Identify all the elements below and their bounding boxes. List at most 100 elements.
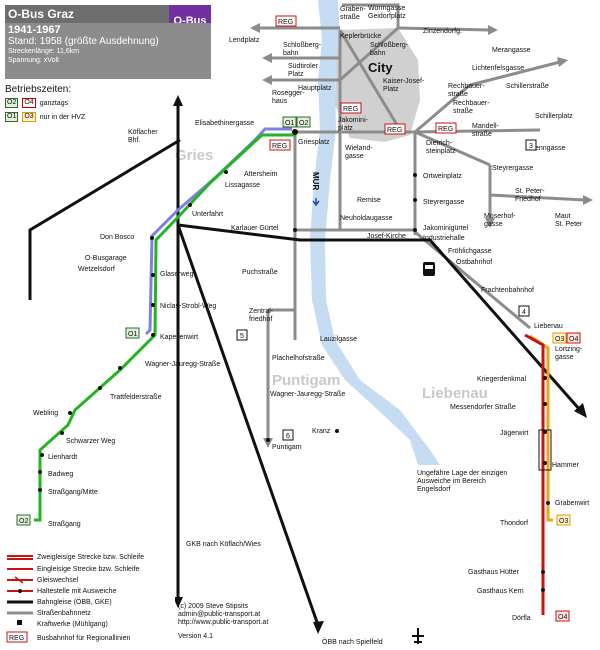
arrow-south-gkb-icon <box>173 597 183 608</box>
label-oebb: ÖBB nach Spielfeld <box>322 638 383 646</box>
stop-kriegerdenkmal <box>543 376 547 380</box>
badge-o1-kapellenwirt-text: O1 <box>128 331 137 338</box>
label-merangasse: Merangasse <box>492 47 531 54</box>
stop-griesplatz <box>292 129 298 135</box>
badge-o2-griesplatz <box>296 116 311 128</box>
badge-o2-strassgang <box>16 514 31 526</box>
credits-line1: (c) 2009 Steve Stipsits <box>178 603 249 610</box>
area-gries: Gries <box>175 147 213 164</box>
stop-kapellenwirt <box>151 333 155 337</box>
badge-o4-doerfla <box>555 610 570 622</box>
arrow-southeast-rail-icon <box>574 403 587 418</box>
label-strassgangmitte: Straßgang/Mitte <box>48 489 98 496</box>
label-unterfahrt: Unterfahrt <box>192 211 223 218</box>
label-schlossbergbahn-r: Schloßberg-bahn <box>370 42 409 57</box>
header-voltage: Spannung: xVolt <box>8 57 59 64</box>
label-puntigam: Puntigam <box>272 444 302 451</box>
label-lortinggasse: Lortzing-gasse <box>555 346 583 361</box>
river-flow-arrow-icon <box>312 198 320 207</box>
reg-badges: REG REG REG REG REG <box>269 15 457 151</box>
label-trattfelder: Trattfelderstraße <box>110 394 162 401</box>
label-kriegerdenkmal: Kriegerdenkmal <box>477 376 526 383</box>
label-jaegerwirt: Jägerwirt <box>500 430 528 437</box>
stop-donbosco <box>150 236 154 240</box>
label-grabenstrasse: Graben-straße <box>340 6 366 21</box>
reg-text-jakomini2: REG <box>387 127 402 134</box>
stop-steyrergasse2 <box>413 198 417 202</box>
reg-badge-dietrichstein <box>435 122 457 134</box>
label-stpeter: St. Peter-Friedhof <box>515 188 545 203</box>
service-allday-label: ganztags <box>39 99 69 107</box>
stop-hammer <box>543 461 547 465</box>
stop-schwarzerweg <box>60 431 64 435</box>
badge-o2: O2 <box>5 98 19 108</box>
label-hammer: Hammer <box>552 462 580 469</box>
badge-o2-griesplatz-text: O2 <box>299 120 308 127</box>
stop-jaegerwirt <box>543 430 547 434</box>
label-schillerplatz: Schillerplatz <box>535 113 573 120</box>
legend-text-passing: Haltestelle mit Ausweiche <box>37 588 116 595</box>
river-mur <box>310 0 440 465</box>
stop-jakominiguertel <box>413 228 417 232</box>
railway-network <box>28 103 582 626</box>
label-froehlichgasse: Fröhlichgasse <box>448 248 492 255</box>
label-elisabethinergasse: Elisabethinergasse <box>195 120 254 127</box>
label-josefkirche: Josef-Kirche <box>367 233 406 240</box>
badge-o4-doerfla-text: O4 <box>558 614 567 621</box>
tram-line-steyrer <box>414 130 491 167</box>
legend-text-reg: Busbahnhof für Regionallinien <box>37 635 131 642</box>
header-years: 1941-1967 <box>8 24 61 36</box>
legend-symbol-power <box>17 620 22 625</box>
label-wielandgasse: Wieland-gasse <box>345 145 373 160</box>
arrow-south-oebb-icon <box>313 621 324 634</box>
obus-line-o1 <box>144 127 292 336</box>
badge-o3-liebenau <box>552 332 567 344</box>
label-schlossbergbahn-l: Schloßberg-bahn <box>283 42 322 57</box>
terminus-badges: O1 O2 O1 O2 O3 O4 O3 O4 <box>16 116 581 622</box>
river-label: MUR <box>311 172 320 190</box>
airport-icon <box>412 628 424 644</box>
label-neuholdaugasse: Neuholdaugasse <box>340 215 393 222</box>
arrow-south-puntigam-icon <box>263 438 273 448</box>
label-doerfla: Dörfla <box>512 615 531 622</box>
label-wormgasse: Wormgasse <box>368 5 405 12</box>
legend-text-power: Kraftwerke (Mühlgang) <box>37 621 108 628</box>
arrow-south-moserhof-icon <box>485 218 495 228</box>
stop-grabenwirt <box>546 501 550 505</box>
reg-badge-griesplatz <box>269 139 291 151</box>
label-krenngasse: Krenngasse <box>528 145 565 152</box>
label-karlauer: Karlauer Gürtel <box>231 225 279 232</box>
reg-badge-jakomini <box>340 102 362 114</box>
stop-badweg <box>38 470 42 474</box>
label-schillerstrasse: Schillerstraße <box>506 83 549 90</box>
legend-symbol-reg <box>6 631 28 643</box>
credits-line3: http://www.public-transport.at <box>178 619 269 626</box>
stop-ortweinplatz <box>413 173 417 177</box>
legend-text-rail: Bahngleise (ÖBB, GKE) <box>37 598 112 606</box>
label-wetzelsdorf: Wetzelsdorf <box>78 266 115 273</box>
header-length: Streckenlänge: 11,6km <box>8 48 80 55</box>
label-dietrichsteinplatz: Dietrich-steinplatz <box>426 140 456 155</box>
stop-attersheim <box>224 170 228 174</box>
label-lendplatz: Lendplatz <box>229 37 260 44</box>
label-obusgarage: O-Busgarage <box>85 255 127 262</box>
label-hauptplatz: Hauptplatz <box>298 85 332 92</box>
label-liebenau: Liebenau <box>534 323 563 330</box>
badge-o1-griesplatz-text: O1 <box>285 120 294 127</box>
label-rechbauerstr2: Rechbauer-straße <box>453 100 490 115</box>
reg-badge-lendplatz <box>275 15 297 27</box>
label-donbosco: Don Bosco <box>100 234 134 241</box>
train-icon <box>423 262 435 276</box>
map-legend: REG Zweigleisige Strecke bzw. Schleife E… <box>5 550 175 646</box>
route-box-5-text: 5 <box>240 333 244 340</box>
label-lissagasse: Lissagasse <box>225 182 260 189</box>
map-title: O-Bus Graz <box>5 5 169 23</box>
label-gasthauskern: Gasthaus Kern <box>477 588 524 595</box>
label-jakominiplatz: Jakomini-platz <box>338 117 369 132</box>
label-lienhardt: Lienhardt <box>48 454 77 461</box>
